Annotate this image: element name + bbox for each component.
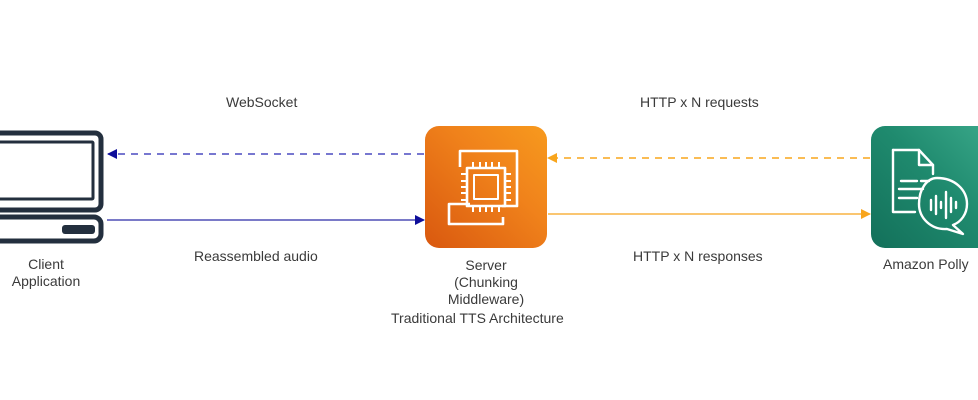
laptop-icon xyxy=(0,130,104,244)
polly-label: Amazon Polly xyxy=(883,256,969,272)
polly-node[interactable] xyxy=(871,126,978,248)
server-label-line3: Middleware) xyxy=(447,291,525,307)
ec2-chip-icon xyxy=(447,149,519,226)
reassembled-audio-label: Reassembled audio xyxy=(194,248,318,264)
polly-document-speech-icon xyxy=(891,148,969,236)
client-label: Client Application xyxy=(0,256,96,290)
server-label: Server (Chunking Middleware) xyxy=(426,257,546,308)
server-node[interactable] xyxy=(425,126,547,248)
client-label-line1: Client xyxy=(28,256,64,272)
client-label-line2: Application xyxy=(11,273,81,289)
http-requests-label: HTTP x N requests xyxy=(640,94,759,110)
diagram-caption: Traditional TTS Architecture xyxy=(391,310,564,326)
server-label-line2: (Chunking xyxy=(454,274,518,290)
server-label-line1: Server xyxy=(465,257,507,273)
http-responses-label: HTTP x N responses xyxy=(633,248,763,264)
websocket-label: WebSocket xyxy=(226,94,298,110)
